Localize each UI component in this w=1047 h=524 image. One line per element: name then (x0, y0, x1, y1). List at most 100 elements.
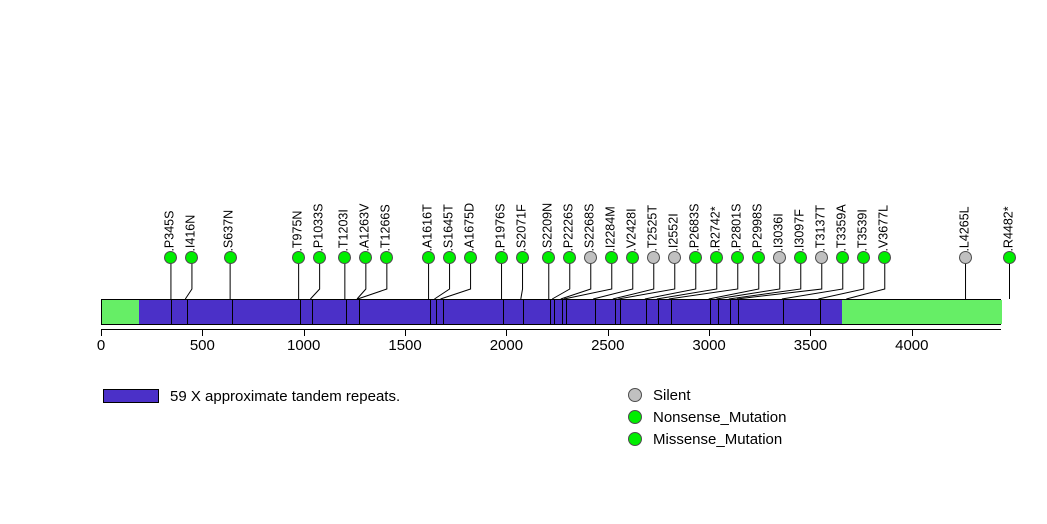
repeat-divider (503, 300, 505, 324)
axis-tick-label: 3500 (793, 337, 828, 354)
repeat-divider (549, 300, 551, 324)
repeat-divider (359, 300, 361, 324)
mutation-marker[interactable] (836, 250, 850, 264)
mutation-marker[interactable] (626, 250, 640, 264)
mutation-connector (440, 263, 472, 300)
mutation-marker[interactable] (359, 250, 373, 264)
mutation-marker[interactable] (605, 250, 619, 264)
axis-tick-label: 3000 (692, 337, 726, 354)
protein-domain-n-terminal-region (102, 300, 139, 324)
mutation-marker[interactable] (878, 250, 892, 264)
mutation-marker[interactable] (731, 250, 745, 264)
repeat-divider (430, 300, 432, 324)
repeat-divider (566, 300, 568, 324)
repeat-divider (738, 300, 740, 324)
mutation-marker[interactable] (292, 250, 306, 264)
repeat-divider (170, 300, 172, 324)
mutation-marker[interactable] (857, 250, 871, 264)
mutation-marker[interactable] (516, 250, 530, 264)
axis-tick (405, 330, 407, 336)
mutation-marker[interactable] (815, 250, 829, 264)
repeat-divider (442, 300, 444, 324)
legend-dot-nonsense_mutation (628, 410, 642, 424)
legend-repeat-label: 59 X approximate tandem repeats. (170, 388, 401, 405)
repeat-divider (730, 300, 732, 324)
mutation-connector (184, 263, 193, 300)
repeat-divider (436, 300, 438, 324)
mutation-marker[interactable] (185, 250, 199, 264)
protein-domain-c-terminal-region (842, 300, 1002, 324)
mutation-marker[interactable] (752, 250, 766, 264)
mutation-connector (618, 263, 676, 300)
legend-dot-silent (628, 388, 642, 402)
mutation-marker[interactable] (710, 250, 724, 264)
mutation-marker[interactable] (584, 250, 598, 264)
mutation-marker[interactable] (338, 250, 352, 264)
mutation-connector (846, 263, 886, 300)
mutation-connector (520, 263, 524, 300)
mutation-connector (357, 263, 388, 300)
repeat-divider (658, 300, 660, 324)
axis-tick (202, 330, 204, 336)
mutation-marker[interactable] (1003, 250, 1016, 264)
axis-tick-label: 500 (189, 337, 215, 354)
axis-line (101, 329, 1001, 330)
mutation-marker[interactable] (223, 250, 237, 264)
mutation-marker[interactable] (313, 250, 327, 264)
legend-label-missense_mutation: Missense_Mutation (653, 431, 783, 448)
legend-label-nonsense_mutation: Nonsense_Mutation (653, 409, 787, 426)
mutation-connector (736, 263, 823, 300)
mutation-marker[interactable] (668, 250, 682, 264)
repeat-divider (311, 300, 313, 324)
mutation-connector (781, 263, 844, 300)
repeat-divider (710, 300, 712, 324)
repeat-divider (554, 300, 556, 324)
protein-domain-tandem-repeat-region (138, 300, 843, 324)
repeat-divider (346, 300, 348, 324)
protein-track (101, 299, 1002, 325)
axis-tick-label: 4000 (895, 337, 929, 354)
repeat-divider (522, 300, 524, 324)
mutation-marker[interactable] (647, 250, 661, 264)
mutation-marker[interactable] (542, 250, 556, 264)
legend-label-silent: Silent (653, 387, 691, 404)
axis-tick-label: 2500 (591, 337, 625, 354)
mutation-marker[interactable] (164, 250, 178, 264)
axis-tick (607, 330, 609, 336)
mutation-marker[interactable] (443, 250, 457, 264)
repeat-divider (299, 300, 301, 324)
mutation-marker[interactable] (794, 250, 808, 264)
mutation-marker[interactable] (495, 250, 509, 264)
mutation-marker[interactable] (464, 250, 478, 264)
mutation-connector (818, 263, 865, 300)
mutation-connector (728, 263, 802, 300)
axis-tick (810, 330, 812, 336)
mutation-connector (310, 263, 321, 300)
mutation-connector (612, 263, 655, 300)
repeat-divider (646, 300, 648, 324)
mutation-marker[interactable] (563, 250, 577, 264)
axis-tick-label: 1500 (388, 337, 422, 354)
mutation-marker[interactable] (380, 250, 394, 264)
legend-dot-missense_mutation (628, 432, 642, 446)
mutation-connector (560, 263, 592, 300)
axis-tick-label: 0 (96, 337, 106, 354)
repeat-divider (594, 300, 596, 324)
repeat-divider (614, 300, 616, 324)
axis-tick (101, 330, 102, 336)
axis-tick (506, 330, 508, 336)
mutation-marker[interactable] (959, 250, 973, 264)
legend-repeat-swatch (103, 389, 159, 403)
repeat-divider (562, 300, 564, 324)
mutation-marker[interactable] (773, 250, 787, 264)
repeat-divider (187, 300, 189, 324)
mutation-connector (551, 263, 571, 300)
mutation-connector (656, 263, 718, 300)
mutation-connector (668, 263, 739, 300)
mutation-connector (434, 263, 451, 300)
mutation-marker[interactable] (689, 250, 703, 264)
mutation-connector (593, 263, 634, 300)
mutation-marker[interactable] (422, 250, 436, 264)
repeat-divider (718, 300, 720, 324)
mutation-connector (563, 263, 613, 300)
